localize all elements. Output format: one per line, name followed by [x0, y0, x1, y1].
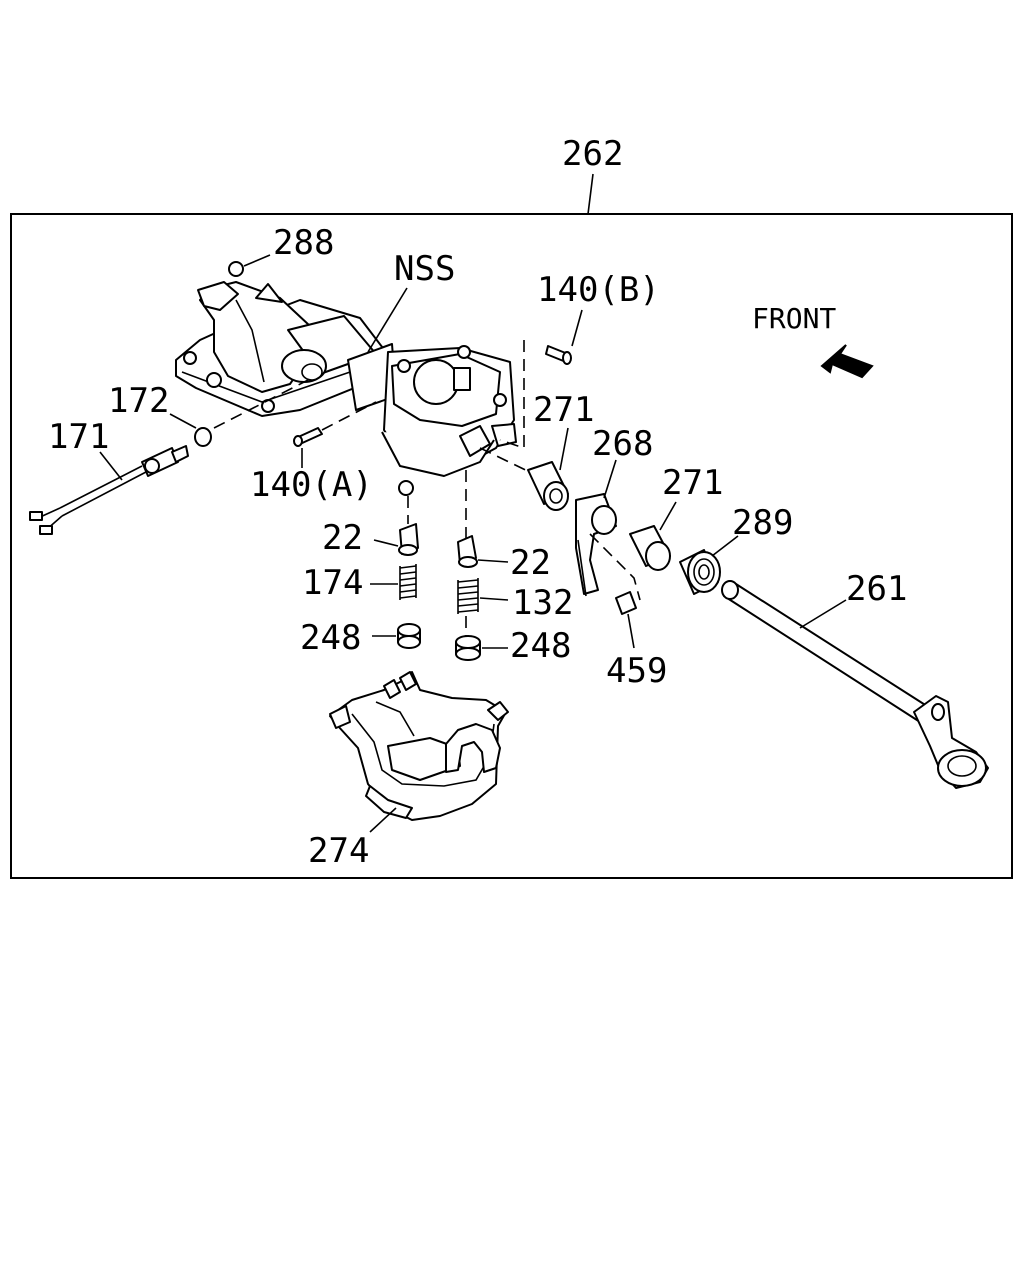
callout-288: 288 — [273, 223, 334, 263]
part-261-shaft — [721, 580, 989, 789]
part-22-detent-left — [398, 523, 419, 556]
leader-22a — [373, 539, 399, 547]
part-248-plug-left — [397, 623, 421, 649]
callout-132: 132 — [512, 583, 573, 623]
leader-271b — [659, 501, 677, 531]
callout-174: 174 — [302, 563, 363, 603]
leader-132 — [479, 597, 509, 601]
assembly-leader — [587, 173, 594, 215]
leader-171 — [99, 451, 123, 481]
callout-22a: 22 — [322, 518, 363, 558]
part-271-bushing-b — [629, 525, 671, 571]
assembly-label: 262 — [562, 134, 623, 174]
leader-261 — [799, 599, 847, 629]
callout-271a: 271 — [533, 390, 594, 430]
assembly-line-axis — [479, 447, 539, 477]
part-268-lever — [575, 493, 617, 597]
leader-140b — [571, 309, 583, 347]
callout-289: 289 — [732, 503, 793, 543]
callout-459: 459 — [606, 651, 667, 691]
callout-140a: 140(A) — [250, 465, 373, 505]
leader-289 — [711, 535, 739, 557]
callout-172: 172 — [108, 381, 169, 421]
assembly-line-140b — [499, 340, 525, 450]
callout-261: 261 — [846, 569, 907, 609]
leader-268 — [603, 459, 617, 499]
part-289-bearing — [679, 549, 721, 595]
callout-171: 171 — [48, 417, 109, 457]
callout-274: 274 — [308, 831, 369, 871]
part-140b-pin — [545, 345, 572, 365]
part-132-spring — [457, 578, 479, 614]
callout-248a: 248 — [300, 618, 361, 658]
lever-housing — [175, 281, 517, 496]
leader-172 — [169, 413, 197, 429]
leader-274 — [369, 807, 397, 833]
part-174-spring — [399, 564, 417, 600]
part-274-cover — [329, 671, 509, 821]
part-271-bushing-a — [527, 461, 569, 511]
callout-271b: 271 — [662, 463, 723, 503]
front-label: FRONT — [752, 302, 836, 335]
leader-22b — [477, 559, 509, 563]
leader-271a — [559, 427, 569, 471]
callout-268: 268 — [592, 424, 653, 464]
part-171-switch — [29, 445, 189, 535]
part-288-ball — [228, 261, 244, 277]
callout-nss: NSS — [394, 249, 455, 289]
part-140a-pin — [293, 427, 323, 447]
callout-22b: 22 — [510, 543, 551, 583]
part-459-pin — [615, 591, 637, 615]
part-22-detent-right — [457, 535, 478, 568]
leader-nss — [367, 287, 408, 353]
assembly-line-268 — [589, 533, 641, 601]
leader-288 — [243, 254, 271, 267]
front-arrow-icon — [820, 344, 874, 379]
assembly-line-140a — [321, 401, 377, 431]
part-248-plug-right — [455, 635, 481, 661]
callout-140b: 140(B) — [537, 270, 660, 310]
callout-248b: 248 — [510, 626, 571, 666]
leader-459 — [627, 613, 635, 649]
assembly-frame — [10, 213, 1013, 879]
part-172-washer — [194, 427, 212, 447]
